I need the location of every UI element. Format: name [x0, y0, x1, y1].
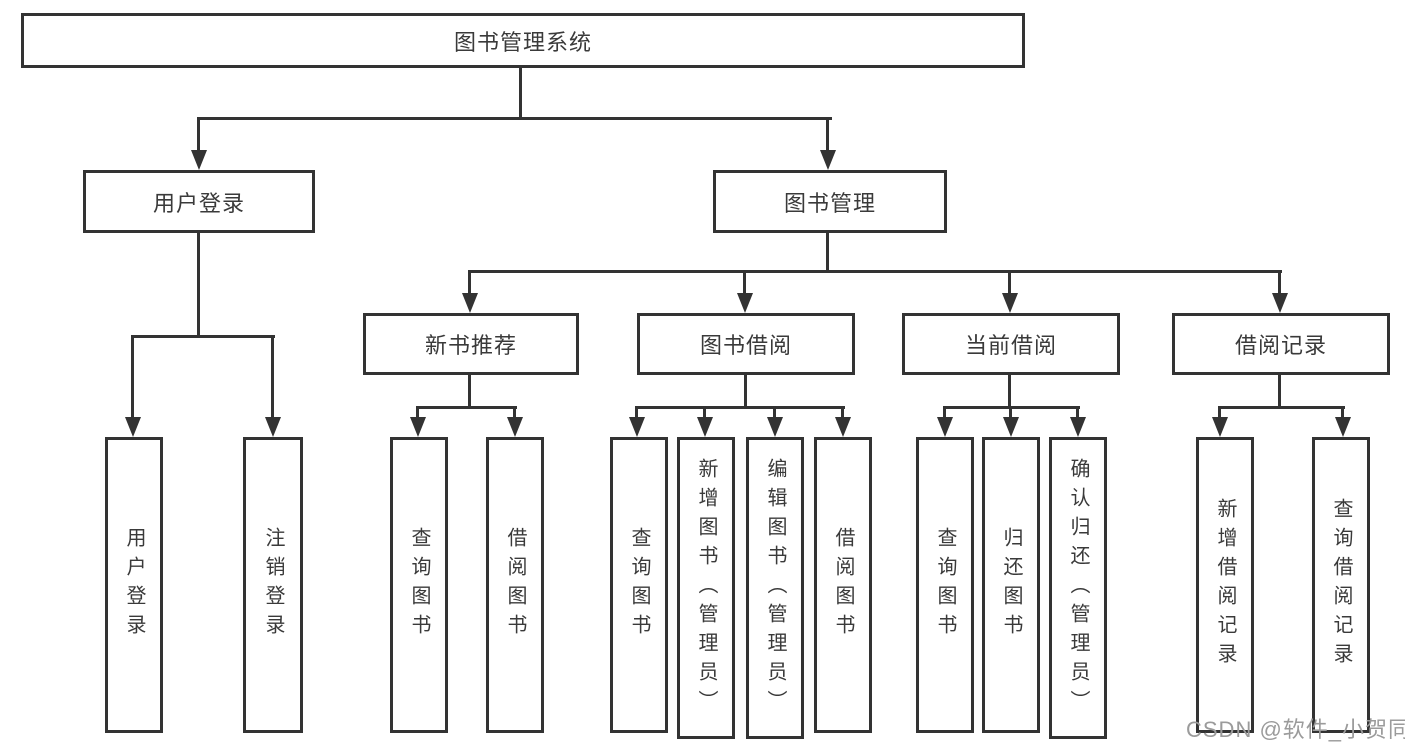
arrow-down-icon: [737, 293, 753, 313]
arrow-down-icon: [767, 417, 783, 437]
leaf-query-borrow-record: 查询借阅记录: [1312, 437, 1370, 733]
connector-line: [744, 375, 747, 409]
connector-line: [1009, 406, 1012, 419]
arrow-down-icon: [937, 417, 953, 437]
connector-line: [1218, 406, 1345, 409]
arrow-down-icon: [410, 417, 426, 437]
node-book-borrow-label: 图书借阅: [699, 333, 792, 358]
node-borrow-records: 借阅记录: [1172, 313, 1390, 375]
connector-line: [131, 335, 134, 419]
arrow-down-icon: [835, 417, 851, 437]
connector-line: [197, 117, 200, 153]
arrow-down-icon: [629, 417, 645, 437]
node-current-borrow: 当前借阅: [902, 313, 1120, 375]
leaf-recommend-borrow-books: 借阅图书: [486, 437, 544, 733]
connector-line: [635, 406, 845, 409]
leaf-query-borrow-record-label: 查询借阅记录: [1330, 498, 1352, 672]
connector-line: [416, 406, 517, 409]
connector-line: [416, 406, 419, 419]
node-book-management: 图书管理: [713, 170, 947, 233]
connector-line: [197, 233, 200, 338]
connector-line: [826, 233, 829, 273]
connector-line: [513, 406, 516, 419]
leaf-borrow-query-books: 查询图书: [610, 437, 668, 733]
connector-line: [1341, 406, 1344, 419]
connector-line: [131, 335, 275, 338]
connector-line: [1008, 375, 1011, 409]
connector-line: [1278, 270, 1281, 295]
node-borrow-records-label: 借阅记录: [1234, 333, 1327, 358]
leaf-add-borrow-record-label: 新增借阅记录: [1214, 498, 1236, 672]
connector-line: [1008, 270, 1011, 295]
arrow-down-icon: [697, 417, 713, 437]
connector-line: [468, 375, 471, 409]
connector-line: [1076, 406, 1079, 419]
node-root-label: 图书管理系统: [453, 29, 592, 55]
arrow-down-icon: [191, 150, 207, 170]
arrow-down-icon: [1272, 293, 1288, 313]
connector-line: [826, 117, 829, 153]
arrow-down-icon: [507, 417, 523, 437]
arrow-down-icon: [1002, 293, 1018, 313]
arrow-down-icon: [1070, 417, 1086, 437]
node-user-login: 用户登录: [83, 170, 315, 233]
leaf-return-books-label: 归还图书: [1000, 527, 1022, 643]
leaf-logout: 注销登录: [243, 437, 303, 733]
leaf-add-books-admin-label: 新增图书（管理员）: [695, 457, 717, 719]
leaf-borrow-query-books-label: 查询图书: [628, 527, 650, 643]
arrow-down-icon: [1003, 417, 1019, 437]
leaf-edit-books-admin: 编辑图书（管理员）: [746, 437, 804, 739]
node-current-borrow-label: 当前借阅: [964, 333, 1057, 358]
node-user-login-label: 用户登录: [152, 190, 245, 216]
leaf-add-books-admin: 新增图书（管理员）: [677, 437, 735, 739]
csdn-watermark: CSDN @软件_小贺同学: [1186, 717, 1405, 742]
leaf-borrow-books-label: 借阅图书: [832, 527, 854, 643]
leaf-confirm-return-admin-label: 确认归还（管理员）: [1067, 457, 1089, 719]
connector-line: [943, 406, 946, 419]
leaf-recommend-query-books: 查询图书: [390, 437, 448, 733]
node-new-book-recommend: 新书推荐: [363, 313, 579, 375]
leaf-current-query-books: 查询图书: [916, 437, 974, 733]
connector-line: [841, 406, 844, 419]
connector-line: [519, 68, 522, 120]
arrow-down-icon: [820, 150, 836, 170]
leaf-borrow-books: 借阅图书: [814, 437, 872, 733]
connector-line: [743, 270, 746, 295]
node-book-management-label: 图书管理: [783, 190, 876, 216]
node-root: 图书管理系统: [21, 13, 1025, 68]
node-book-borrow: 图书借阅: [637, 313, 855, 375]
leaf-recommend-query-books-label: 查询图书: [408, 527, 430, 643]
arrow-down-icon: [462, 293, 478, 313]
leaf-user-login-label: 用户登录: [123, 527, 145, 643]
leaf-confirm-return-admin: 确认归还（管理员）: [1049, 437, 1107, 739]
leaf-return-books: 归还图书: [982, 437, 1040, 733]
connector-line: [468, 270, 471, 295]
leaf-recommend-borrow-books-label: 借阅图书: [504, 527, 526, 643]
connector-line: [1278, 375, 1281, 409]
arrow-down-icon: [1212, 417, 1228, 437]
connector-line: [271, 335, 274, 419]
connector-line: [1218, 406, 1221, 419]
arrow-down-icon: [1335, 417, 1351, 437]
connector-line: [703, 406, 706, 419]
node-new-book-recommend-label: 新书推荐: [424, 333, 517, 358]
leaf-user-login: 用户登录: [105, 437, 163, 733]
connector-line: [773, 406, 776, 419]
leaf-add-borrow-record: 新增借阅记录: [1196, 437, 1254, 733]
leaf-edit-books-admin-label: 编辑图书（管理员）: [764, 457, 786, 719]
connector-line: [635, 406, 638, 419]
arrow-down-icon: [125, 417, 141, 437]
connector-line: [468, 270, 1282, 273]
connector-line: [197, 117, 832, 120]
leaf-logout-label: 注销登录: [262, 527, 284, 643]
arrow-down-icon: [265, 417, 281, 437]
leaf-current-query-books-label: 查询图书: [934, 527, 956, 643]
